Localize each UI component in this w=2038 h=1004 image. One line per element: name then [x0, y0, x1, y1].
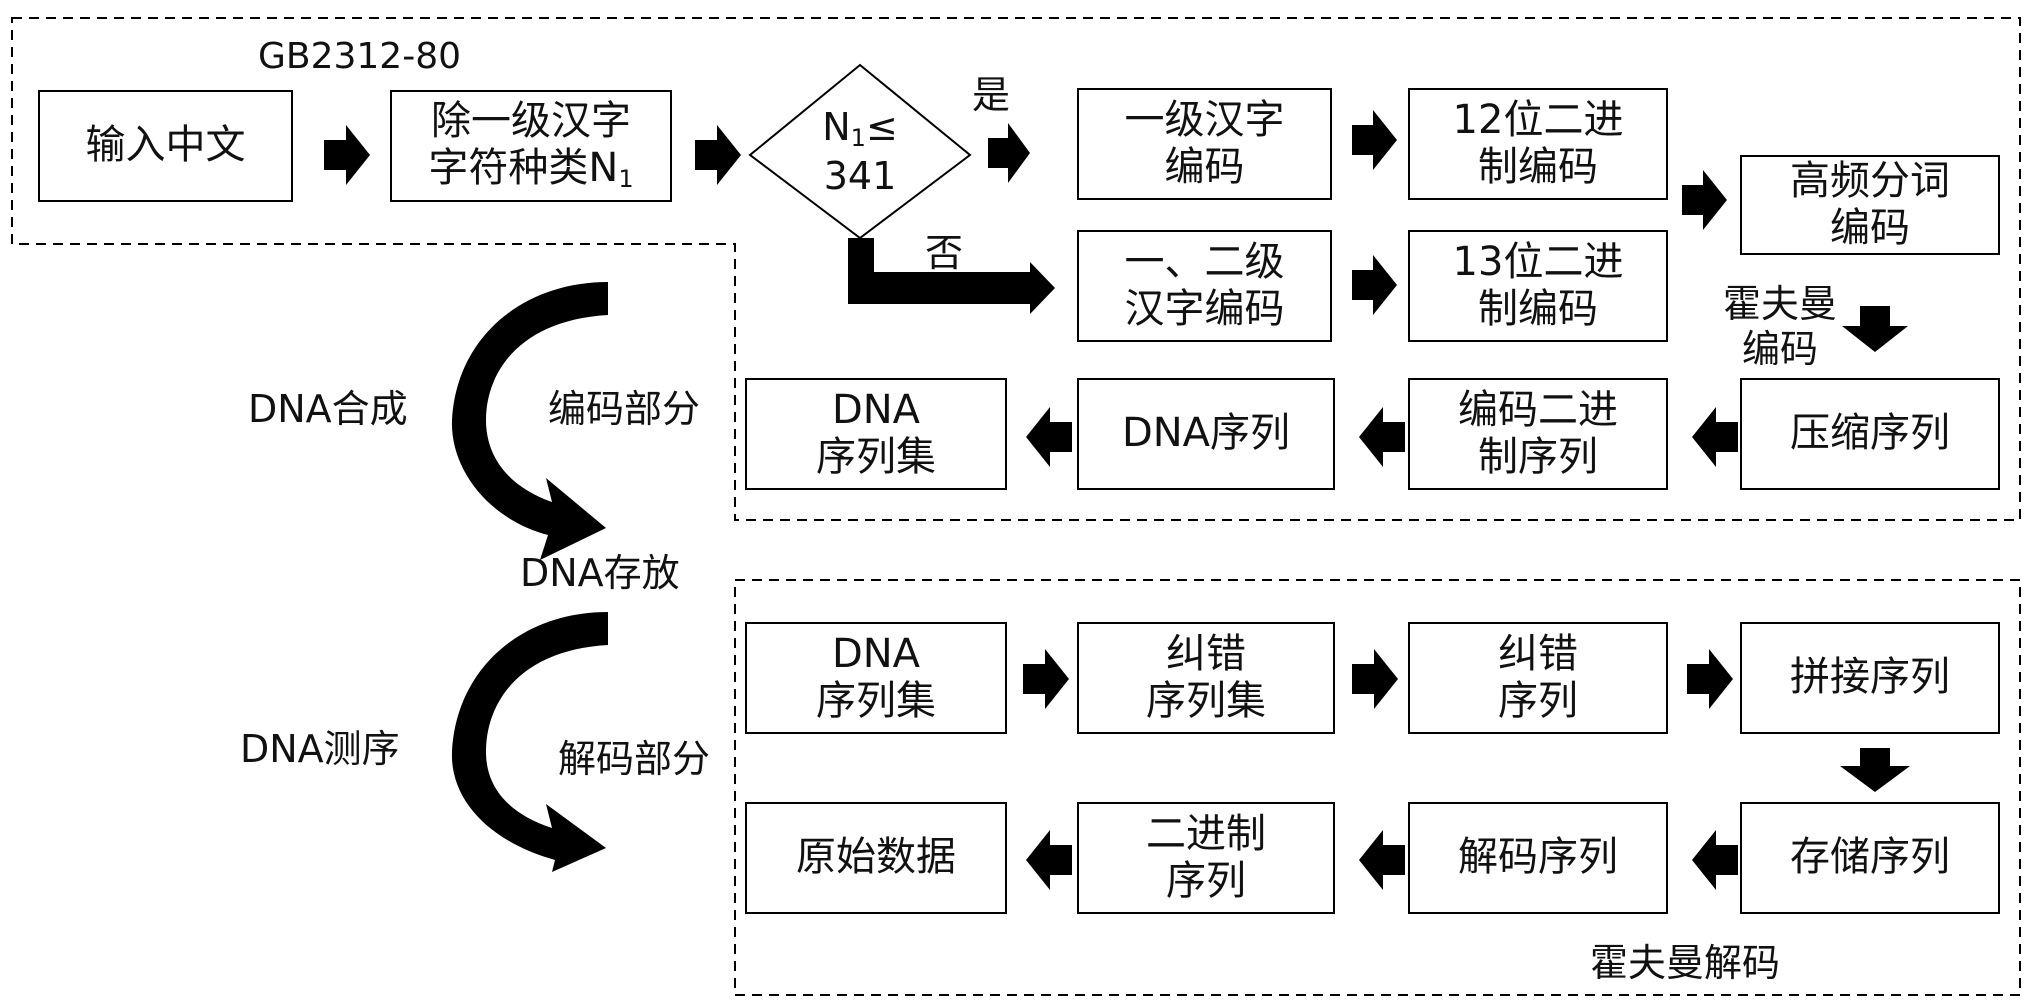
binary12-line2: 制编码	[1478, 144, 1598, 190]
encode-region-outline	[11, 17, 2021, 521]
spliced-seq-box: 拼接序列	[1740, 622, 2000, 734]
binary-seq-line2: 序列	[1166, 858, 1246, 904]
arrow-ecset-to-ecseq	[1352, 649, 1398, 709]
branch-no-label: 否	[925, 231, 964, 275]
decode-part-label: 解码部分	[558, 737, 711, 781]
high-freq-line2: 编码	[1830, 205, 1910, 251]
char-count-box: 除一级汉字 字符种类N1	[390, 90, 672, 202]
arrow-compressed-to-binary	[1692, 407, 1738, 467]
arrow-binary-to-original	[1026, 830, 1072, 890]
level1-encode-box: 一级汉字 编码	[1077, 88, 1332, 200]
arrow-spliced-to-stored	[1840, 748, 1910, 792]
original-data-box: 原始数据	[745, 802, 1007, 914]
high-freq-line1: 高频分词	[1790, 157, 1950, 204]
dna-storage-label: DNA存放	[520, 551, 680, 595]
arrow-no	[848, 238, 1055, 314]
decision-symbol: N	[822, 105, 851, 149]
char-count-line2: 字符种类N1	[428, 145, 634, 194]
huffman-decode-label: 霍夫曼解码	[1590, 941, 1781, 985]
decision-subscript: 1	[850, 124, 866, 152]
binary-seq-line1: 二进制	[1146, 810, 1266, 857]
dna-set-decode-line2: 序列集	[816, 678, 936, 724]
ec-set-box: 纠错 序列集	[1077, 622, 1335, 734]
arrow-bin12-to-freq	[1682, 170, 1727, 230]
encode-binary-line1: 编码二进	[1458, 386, 1618, 433]
dna-set-decode-line1: DNA	[831, 630, 921, 677]
decoded-seq-text: 解码序列	[1458, 834, 1618, 881]
dna-set-encode-box: DNA 序列集	[745, 378, 1007, 490]
arrow-binary-to-dna	[1359, 407, 1405, 467]
decoded-seq-box: 解码序列	[1408, 802, 1668, 914]
stored-seq-text: 存储序列	[1790, 834, 1950, 881]
input-chinese-text: 输入中文	[85, 122, 246, 169]
compressed-seq-text: 压缩序列	[1790, 410, 1950, 457]
level1-encode-line2: 编码	[1164, 144, 1245, 190]
encode-binary-box: 编码二进 制序列	[1408, 378, 1668, 490]
arrow-level1-to-bin12	[1352, 110, 1397, 170]
compressed-seq-box: 压缩序列	[1740, 378, 2000, 490]
arrow-dec-set-to-ecset	[1023, 649, 1069, 709]
char-count-line1: 除一级汉字	[431, 98, 631, 145]
binary13-box: 13位二进 制编码	[1408, 230, 1668, 342]
huffman-encode-line1: 霍夫曼	[1722, 282, 1837, 326]
stored-seq-box: 存储序列	[1740, 802, 2000, 914]
arrow-input-to-count	[324, 125, 370, 185]
ec-set-line1: 纠错	[1166, 630, 1246, 677]
char-count-subscript: 1	[618, 165, 634, 194]
spliced-seq-text: 拼接序列	[1790, 654, 1950, 701]
ec-seq-line2: 序列	[1498, 678, 1578, 724]
branch-yes-label: 是	[972, 73, 1011, 117]
binary13-line1: 13位二进	[1452, 238, 1624, 285]
curved-arrow-sequencing	[451, 612, 608, 872]
level12-encode-box: 一、二级 汉字编码	[1077, 230, 1332, 342]
standard-label: GB2312-80	[258, 36, 462, 77]
arrow-ecseq-to-spliced	[1687, 649, 1733, 709]
ec-seq-box: 纠错 序列	[1408, 622, 1668, 734]
binary12-line1: 12位二进	[1452, 96, 1624, 143]
level12-encode-line1: 一、二级	[1124, 238, 1285, 285]
level1-encode-line1: 一级汉字	[1124, 96, 1285, 143]
arrow-stored-to-decoded	[1692, 830, 1738, 890]
level12-encode-line2: 汉字编码	[1124, 286, 1285, 332]
huffman-encode-label: 霍夫曼 编码	[1700, 282, 1860, 372]
binary13-line2: 制编码	[1478, 286, 1598, 332]
dna-seq-box: DNA序列	[1077, 378, 1335, 490]
decision-operator: ≤	[865, 105, 898, 149]
dna-seq-text: DNA序列	[1121, 410, 1291, 457]
arrow-decoded-to-binary	[1359, 830, 1405, 890]
dna-sequencing-label: DNA测序	[240, 727, 400, 771]
binary-seq-box: 二进制 序列	[1077, 802, 1335, 914]
ec-seq-line1: 纠错	[1498, 630, 1578, 677]
huffman-encode-line2: 编码	[1741, 326, 1818, 371]
decision-threshold: 341	[823, 154, 897, 198]
encode-binary-line2: 制序列	[1478, 434, 1598, 480]
encode-part-label: 编码部分	[548, 387, 701, 431]
high-freq-box: 高频分词 编码	[1740, 155, 2000, 255]
arrow-level12-to-bin13	[1352, 255, 1397, 315]
binary12-box: 12位二进 制编码	[1408, 88, 1668, 200]
curved-arrow-synthesis	[451, 282, 608, 560]
arrow-huffman-down	[1842, 306, 1908, 352]
decision-condition: N1≤ 341	[760, 104, 960, 201]
dna-set-encode-line2: 序列集	[816, 434, 936, 480]
original-data-text: 原始数据	[796, 834, 956, 881]
arrow-dna-to-set	[1026, 407, 1072, 467]
dna-set-decode-box: DNA 序列集	[745, 622, 1007, 734]
dna-set-encode-line1: DNA	[831, 386, 921, 433]
dna-synthesis-label: DNA合成	[248, 387, 408, 431]
input-chinese-box: 输入中文	[38, 90, 293, 202]
arrow-count-to-decision	[695, 125, 741, 185]
arrow-yes	[988, 123, 1030, 183]
ec-set-line2: 序列集	[1146, 678, 1266, 724]
